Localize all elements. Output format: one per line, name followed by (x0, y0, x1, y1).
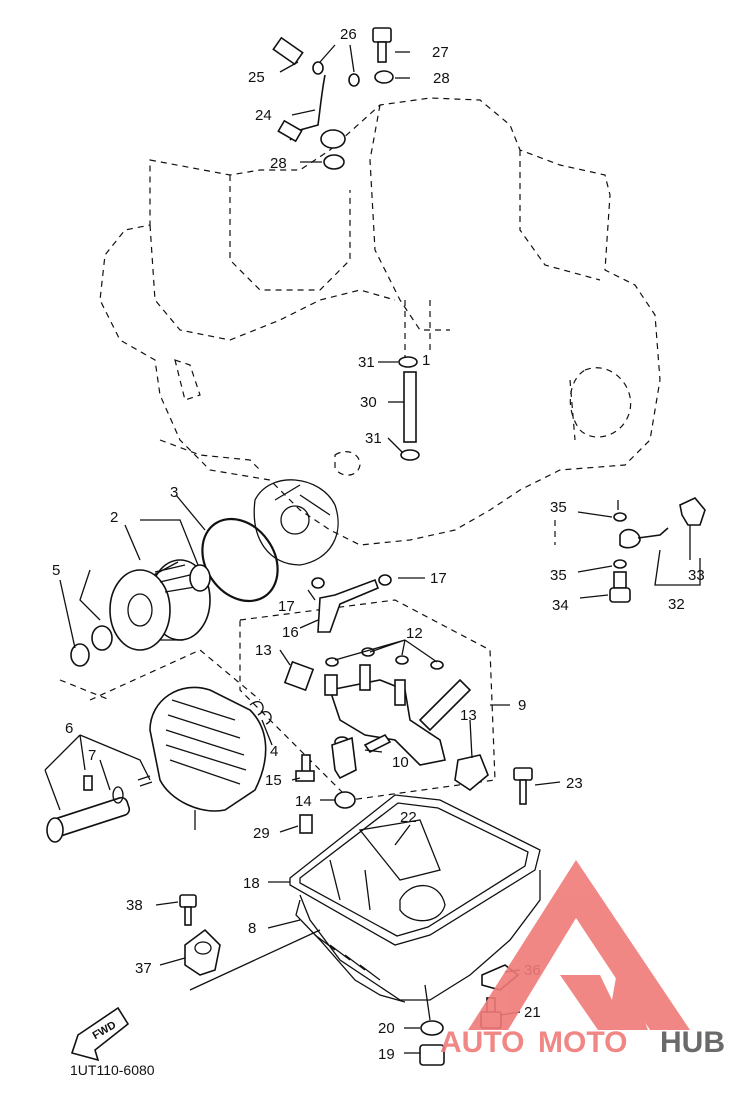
label-16: 16 (282, 624, 299, 641)
label-32: 32 (668, 596, 685, 613)
label-3: 3 (170, 484, 178, 501)
label-27: 27 (432, 44, 449, 61)
label-6: 6 (65, 720, 73, 737)
oil-pump-assembly (324, 664, 472, 766)
label-28b: 28 (270, 155, 287, 172)
strainer-13b (454, 754, 489, 791)
watermark-auto: AUTO (440, 1026, 524, 1059)
label-20: 20 (378, 1020, 395, 1037)
washer-28a (374, 70, 394, 84)
bolt-38 (179, 894, 197, 926)
label-23: 23 (566, 775, 583, 792)
cap-33 (679, 497, 706, 526)
watermark-logo: AUTO MOTO HUB (440, 860, 725, 1059)
engine-block-outline (99, 97, 661, 546)
label-7: 7 (88, 747, 96, 764)
leader-lines (44, 44, 701, 1054)
label-31a: 31 (358, 354, 375, 371)
bolt-25 (272, 36, 304, 66)
strainer-13a (283, 660, 315, 692)
label-26: 26 (340, 26, 357, 43)
washer-5a (91, 625, 113, 651)
label-5: 5 (52, 562, 60, 579)
drain-plug-19 (419, 1044, 445, 1066)
watermark-hub: HUB (660, 1026, 725, 1059)
label-24: 24 (255, 107, 272, 124)
forward-arrow: FWD (70, 1006, 130, 1062)
diagram-code: 1UT110-6080 (70, 1062, 155, 1078)
oil-pan-8 (295, 819, 541, 1003)
oil-pan-gasket-18 (289, 794, 541, 946)
washer-5b (70, 643, 90, 667)
label-13a: 13 (255, 642, 272, 659)
oil-pipe-32 (619, 527, 669, 549)
label-19: 19 (378, 1046, 395, 1063)
o-ring-3 (201, 517, 279, 603)
watermark-moto: MOTO (538, 1026, 627, 1059)
label-17b: 17 (430, 570, 447, 587)
o-ring-35b (613, 559, 627, 569)
o-ring-31a (398, 356, 418, 368)
filter-mount-boss (253, 479, 339, 566)
washer-20 (420, 1020, 444, 1036)
label-4: 4 (270, 743, 278, 760)
spring-4 (249, 701, 272, 725)
label-22: 22 (400, 809, 417, 826)
label-9: 9 (518, 697, 526, 714)
drain-bolt-15 (295, 754, 315, 782)
pump-assembly-bracket (239, 599, 496, 801)
collar-14 (334, 791, 356, 809)
o-ring-26a (312, 61, 324, 75)
o-ring-31b (400, 449, 420, 461)
bolt-27 (372, 27, 392, 63)
o-ring-7 (112, 786, 124, 804)
callout-labels: 2 3 4 5 6 7 8 9 10 12 13 13 14 15 16 17 … (52, 26, 705, 1063)
label-29: 29 (253, 825, 270, 842)
filter-spacer-ring (189, 564, 211, 592)
o-ring-35a (613, 512, 627, 522)
label-31b: 31 (365, 430, 382, 447)
label-12: 12 (406, 625, 423, 642)
o-ring-10 (363, 733, 392, 754)
o-ring-26b (348, 73, 360, 87)
label-21: 21 (524, 1004, 541, 1021)
label-33: 33 (688, 567, 705, 584)
pin-7 (83, 775, 93, 791)
label-28a: 28 (433, 70, 450, 87)
label-10: 10 (392, 754, 409, 771)
dowel-29 (299, 814, 313, 834)
o-ring-17a (311, 577, 325, 589)
label-18: 18 (243, 875, 260, 892)
label-37: 37 (135, 960, 152, 977)
strainer-pipe (331, 736, 357, 780)
label-2: 2 (110, 509, 118, 526)
label-35b: 35 (550, 567, 567, 584)
cover-37 (184, 928, 221, 976)
label-38: 38 (126, 897, 143, 914)
label-15: 15 (265, 772, 282, 789)
oil-pipe-30 (403, 371, 417, 443)
o-ring-17b (378, 574, 392, 586)
filter-bolt-6 (46, 796, 131, 843)
spring-small (137, 775, 153, 787)
label-17a: 17 (278, 598, 295, 615)
label-30: 30 (360, 394, 377, 411)
label-35a: 35 (550, 499, 567, 516)
label-8: 8 (248, 920, 256, 937)
label-14: 14 (295, 793, 312, 810)
oil-filter-cover (149, 686, 267, 812)
label-25: 25 (248, 69, 265, 86)
bolt-23 (513, 767, 533, 805)
o-rings-12 (325, 647, 444, 670)
washer-28b (323, 154, 345, 170)
label-1: 1 (422, 352, 430, 369)
label-13b: 13 (460, 707, 477, 724)
oil-hose-24 (277, 74, 346, 149)
fitting-34 (609, 571, 631, 603)
label-34: 34 (552, 597, 569, 614)
oil-pipe-16 (317, 578, 380, 633)
